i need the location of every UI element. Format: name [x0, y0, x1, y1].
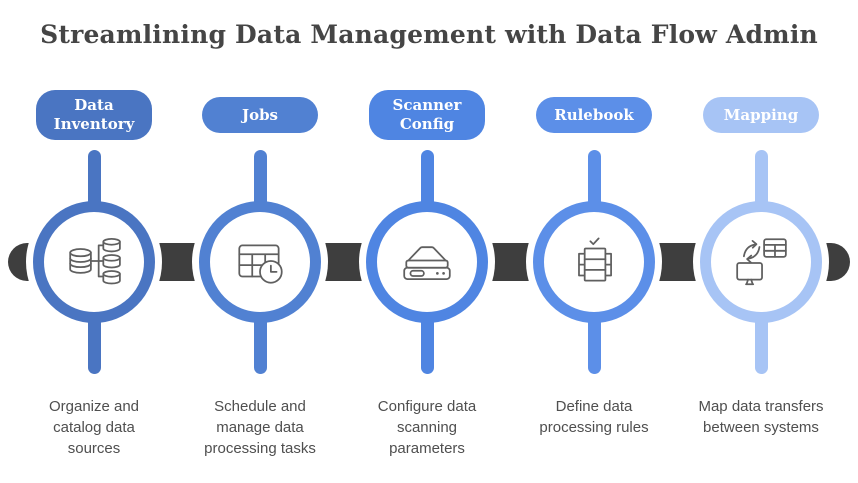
connector-bottom [754, 313, 768, 374]
scanner-device-icon [403, 246, 451, 280]
stage-circle [700, 201, 822, 323]
page-title: Streamlining Data Management with Data F… [40, 20, 818, 49]
stage-pill-label: Rulebook [554, 105, 634, 124]
stage-circle [366, 201, 488, 323]
stage-description: Map data transfers between systems [698, 398, 824, 436]
stage-pill-label: Data Inventory [53, 96, 135, 133]
stage-pill-label: Mapping [723, 105, 799, 124]
table-clock-icon [238, 244, 283, 284]
stage-pill: Rulebook [536, 97, 652, 133]
data-transfer-icon [736, 238, 787, 286]
stage-description: Define data processing rules [539, 398, 649, 436]
stage-circle [33, 201, 155, 323]
connector-bottom [87, 313, 101, 374]
connector-bottom [587, 313, 601, 374]
stage-pill-label: Jobs [241, 105, 279, 124]
connector-top [754, 150, 768, 211]
stage-circle [533, 201, 655, 323]
stage-pill: Data Inventory [36, 90, 152, 140]
connector-bottom [420, 313, 434, 374]
database-catalog-icon [69, 238, 121, 285]
rules-checklist-icon [578, 237, 612, 282]
connector-top [253, 150, 267, 211]
connector-top [87, 150, 101, 211]
stage-description: Configure data scanning parameters [377, 398, 477, 457]
stage-pill: Jobs [202, 97, 318, 133]
stage-pill: Scanner Config [369, 90, 485, 140]
stage-pill: Mapping [703, 97, 819, 133]
connector-top [587, 150, 601, 211]
stage-description: Schedule and manage data processing task… [204, 398, 316, 457]
connector-bottom [253, 313, 267, 374]
connector-top [420, 150, 434, 211]
stage-description: Organize and catalog data sources [48, 398, 140, 457]
stage-circle [199, 201, 321, 323]
stage-pill-label: Scanner Config [392, 96, 462, 133]
